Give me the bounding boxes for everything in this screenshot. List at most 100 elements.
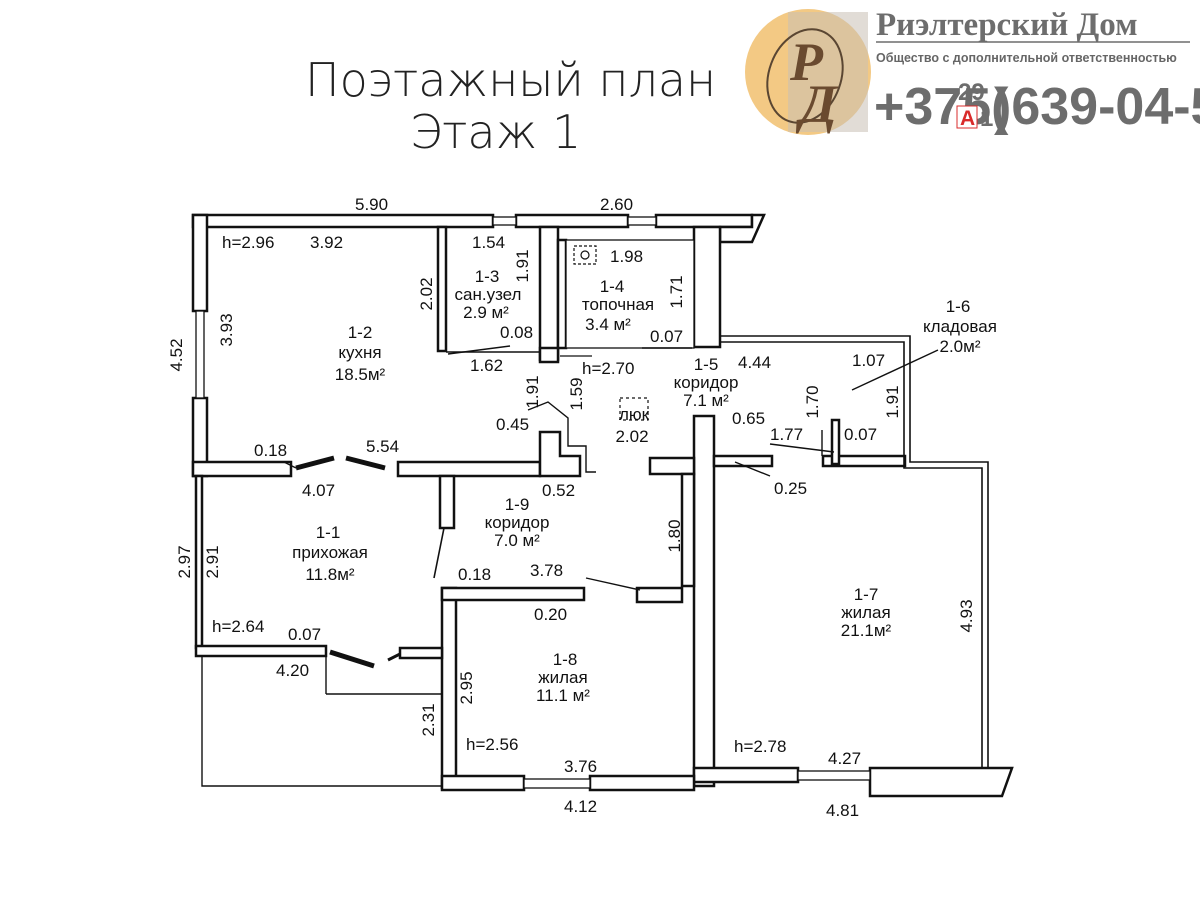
porch-outline — [201, 656, 442, 787]
dimension: 0.07 — [650, 327, 683, 346]
dimension: 4.44 — [738, 353, 771, 372]
wall-boiler-right — [692, 225, 722, 349]
dimension: 0.18 — [254, 441, 287, 460]
wall-bath-left — [436, 225, 448, 353]
dimension: 5.54 — [366, 437, 399, 456]
room-1-9-name: коридор — [485, 513, 550, 532]
dimension: h=2.64 — [212, 617, 264, 636]
wall-central-stub — [648, 456, 696, 476]
wall-hall-bottom — [194, 644, 328, 658]
wall-right-inner — [720, 341, 983, 770]
dimension: 0.07 — [288, 625, 321, 644]
door-kitchen-left — [295, 455, 335, 471]
stair-line — [527, 401, 596, 473]
plan-title: Поэтажный план — [305, 53, 716, 107]
room-1-8-area: 11.1 м² — [536, 686, 590, 705]
dimension: 0.45 — [496, 415, 529, 434]
dimension: h=2.56 — [466, 735, 518, 754]
wall-bedroom8-left — [440, 586, 458, 790]
dimension: h=2.70 — [582, 359, 634, 378]
phone-operator-a: А — [960, 107, 975, 130]
dimension: 1.07 — [852, 351, 885, 370]
window-kitchen — [195, 310, 205, 399]
dimension: 4.93 — [957, 599, 976, 632]
room-1-5-area: 7.1 м² — [683, 391, 729, 410]
room-1-1-name: прихожая — [292, 543, 368, 562]
dimension: 2.31 — [419, 703, 438, 736]
leader-0-18 — [283, 461, 297, 469]
room-1-4-name: топочная — [582, 295, 654, 314]
wall-bedroom8-top-right — [635, 586, 684, 604]
logo-monogram-d: Д — [795, 74, 839, 134]
dimension: 0.07 — [844, 425, 877, 444]
dimension-labels: 5.90 2.60 h=2.96 3.92 4.52 3.93 1.54 1.9… — [167, 195, 976, 820]
wall-storage-stub — [830, 418, 841, 466]
window-bedroom7 — [797, 770, 871, 781]
dimension: 1.91 — [523, 375, 542, 408]
wall-central-thin — [680, 472, 696, 588]
room-1-2-area: 18.5м² — [335, 365, 386, 384]
wall-left-upper — [191, 213, 209, 313]
room-1-5-name: коридор — [674, 373, 739, 392]
leader-bath — [447, 345, 511, 355]
company-name: Риэлтерский Дом — [876, 7, 1138, 43]
room-1-8-id: 1-8 — [553, 650, 578, 669]
logo-monogram-r: Р — [789, 32, 824, 92]
wall-right-outer — [720, 335, 989, 770]
room-1-9-id: 1-9 — [505, 495, 530, 514]
room-1-7-name: жилая — [841, 603, 890, 622]
room-1-3-name: сан.узел — [455, 285, 522, 304]
dimension: 0.65 — [732, 409, 765, 428]
room-1-7-area: 21.1м² — [841, 621, 892, 640]
wall-top-boiler — [654, 213, 754, 229]
wall-bedroom7-bottom-left — [692, 766, 800, 784]
dimension: 1.98 — [610, 247, 643, 266]
logo-swoosh — [766, 28, 844, 124]
dimension: 5.90 — [355, 195, 388, 214]
boiler-icon-circle — [580, 250, 590, 260]
wall-boiler-left — [556, 238, 568, 350]
wall-top-bath — [514, 213, 630, 229]
dimension: 1.54 — [472, 233, 505, 252]
dimension: 2.91 — [203, 545, 222, 578]
dimension: 4.07 — [302, 481, 335, 500]
room-1-1-area: 11.8м² — [305, 565, 355, 584]
room-1-6-name: кладовая — [923, 317, 997, 336]
wall-kitchen-bottom-right — [396, 460, 542, 478]
room-1-4-area: 3.4 м² — [585, 315, 631, 334]
wall-kitchen-bottom-left — [191, 460, 293, 478]
wall-hall-left — [194, 474, 204, 650]
room-1-2-id: 1-2 — [348, 323, 373, 342]
openings — [195, 216, 871, 789]
wall-bath-right — [538, 225, 560, 362]
dimension: h=2.78 — [734, 737, 786, 756]
door-kitchen-right — [345, 455, 386, 471]
wall-storage-left — [712, 454, 774, 468]
operator-badge — [956, 105, 978, 129]
dimension: 0.18 — [458, 565, 491, 584]
leader-lines — [283, 345, 939, 591]
hatch-outline — [619, 397, 649, 421]
wall-top-kitchen — [191, 213, 495, 229]
walls — [191, 213, 1014, 798]
dimension: 1.80 — [665, 519, 684, 552]
room-1-7-id: 1-7 — [854, 585, 879, 604]
dimension: 2.97 — [175, 545, 194, 578]
dimension: 1.62 — [470, 356, 503, 375]
door-entry-left — [329, 649, 375, 669]
wall-hall-partition — [438, 474, 456, 530]
window-bath — [492, 216, 517, 226]
leader-0-25 — [734, 461, 771, 477]
dimension: h=2.96 — [222, 233, 274, 252]
wall-bedroom8-bottom-left — [440, 774, 526, 792]
room-1-3-area: 2.9 м² — [463, 303, 509, 322]
dimension: 2.95 — [457, 671, 476, 704]
room-1-4-id: 1-4 — [600, 277, 625, 296]
leader-storage-door — [769, 443, 835, 453]
window-bedroom8 — [523, 778, 591, 789]
dimension: 1.91 — [883, 385, 902, 418]
dimension: 1.91 — [513, 249, 532, 282]
company-legal-form: Общество с дополнительной ответственност… — [876, 51, 1177, 65]
phone-prefix: +375( — [874, 78, 1009, 136]
dimension: 1.70 — [803, 385, 822, 418]
